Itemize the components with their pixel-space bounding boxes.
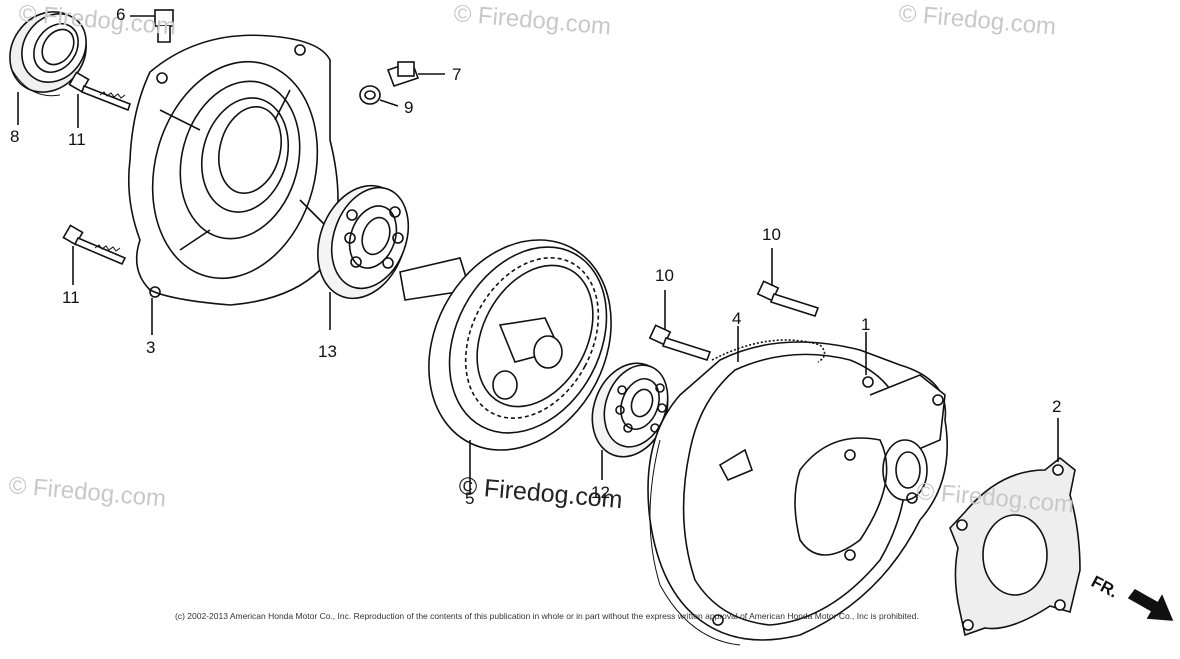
leader-9 <box>379 99 399 107</box>
part-label-5: 5 <box>465 489 475 508</box>
bolt-part-11-upper[interactable] <box>68 71 131 112</box>
oil-seal-part-8[interactable] <box>0 0 102 107</box>
front-direction-arrow-icon <box>1127 588 1174 621</box>
bolt-part-7[interactable] <box>386 60 420 88</box>
part-label-1: 1 <box>861 315 871 334</box>
part-label-12: 12 <box>591 483 610 502</box>
housing-part-3[interactable] <box>127 34 341 306</box>
bolt-part-6[interactable] <box>154 9 174 43</box>
part-label-10b: 10 <box>762 225 781 244</box>
bearing-part-12[interactable] <box>580 353 680 468</box>
part-label-11b: 11 <box>62 288 80 307</box>
cover-part-1[interactable] <box>647 341 948 641</box>
part-label-13: 13 <box>318 342 337 361</box>
part-label-8: 8 <box>10 127 20 146</box>
part-label-9: 9 <box>404 98 414 117</box>
part-label-4: 4 <box>732 309 742 328</box>
part-label-7: 7 <box>452 65 462 84</box>
part-label-6: 6 <box>116 5 126 24</box>
part-label-2: 2 <box>1052 397 1062 416</box>
flange-plate-part-2[interactable] <box>949 456 1081 637</box>
bolt-part-11-lower[interactable] <box>62 224 127 266</box>
washer-part-9[interactable] <box>359 85 381 105</box>
part-label-11a: 11 <box>68 130 86 149</box>
bearing-part-13[interactable] <box>303 173 422 311</box>
ring-gear-part-5[interactable] <box>393 208 646 482</box>
bolt-part-10-right[interactable] <box>756 280 820 317</box>
part-label-3: 3 <box>146 338 156 357</box>
copyright-notice: (c) 2002-2013 American Honda Motor Co., … <box>175 611 919 621</box>
part-label-10a: 10 <box>655 266 674 285</box>
gasket-part-4[interactable] <box>649 339 826 646</box>
bolt-part-10-left[interactable] <box>648 324 712 361</box>
